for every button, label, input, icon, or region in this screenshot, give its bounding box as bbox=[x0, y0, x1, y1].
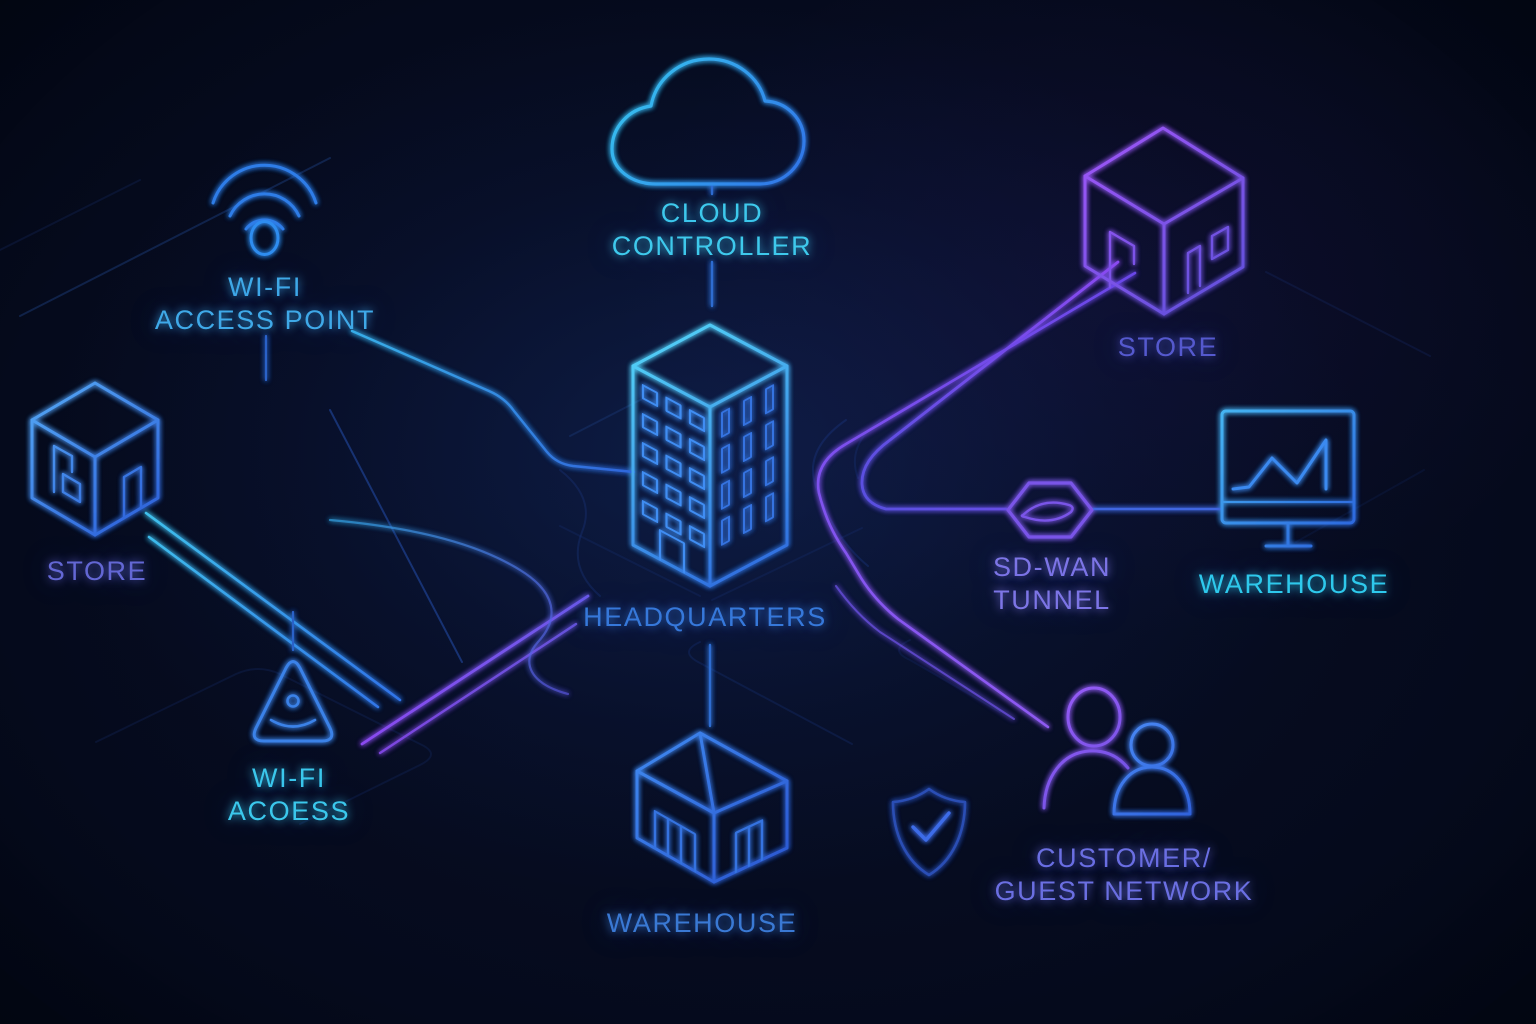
label-store-top-right: STORE bbox=[1117, 332, 1219, 362]
connection-store-to-access bbox=[144, 511, 402, 709]
shield-check-icon bbox=[891, 787, 967, 877]
label-cloud-controller: CLOUD CONTROLLER bbox=[611, 198, 813, 261]
label-wifi-access-point: WI-FI ACCESS POINT bbox=[154, 272, 376, 335]
store-top-right-building-icon bbox=[1083, 126, 1245, 316]
user-secondary-icon bbox=[1112, 722, 1192, 816]
access-triangle-icon bbox=[252, 660, 334, 743]
users-icon bbox=[1042, 686, 1192, 816]
wifi-signal-icon bbox=[211, 163, 318, 256]
connection-store-to-sdwan bbox=[860, 260, 1222, 511]
tunnel-hexagon-icon bbox=[1006, 481, 1094, 539]
label-warehouse-bottom: WAREHOUSE bbox=[606, 908, 798, 938]
label-store-left: STORE bbox=[46, 556, 148, 586]
label-warehouse-right: WAREHOUSE bbox=[1198, 569, 1390, 599]
connection-curved-road-left bbox=[328, 518, 570, 696]
user-primary-icon bbox=[1042, 686, 1130, 810]
house-garage-doors bbox=[653, 809, 697, 873]
hq-left-windows bbox=[641, 384, 706, 574]
label-wifi-access: WI-FI ACOESS bbox=[227, 763, 351, 826]
office-building-icon bbox=[631, 323, 789, 588]
house-side-door bbox=[734, 819, 764, 874]
store-left-building-icon bbox=[30, 381, 160, 537]
monitor-chart-icon bbox=[1220, 409, 1356, 548]
label-sdwan-tunnel: SD-WAN TUNNEL bbox=[992, 552, 1112, 615]
label-customer-guest-network: CUSTOMER/ GUEST NETWORK bbox=[994, 843, 1254, 906]
hq-right-windows bbox=[721, 384, 774, 546]
connection-store-to-customers bbox=[816, 271, 1137, 729]
cloud-icon bbox=[610, 57, 806, 186]
label-headquarters: HEADQUARTERS bbox=[583, 602, 827, 632]
connection-ap-to-hq bbox=[264, 329, 636, 474]
warehouse-house-icon bbox=[635, 731, 789, 884]
background-traces bbox=[0, 157, 1431, 825]
